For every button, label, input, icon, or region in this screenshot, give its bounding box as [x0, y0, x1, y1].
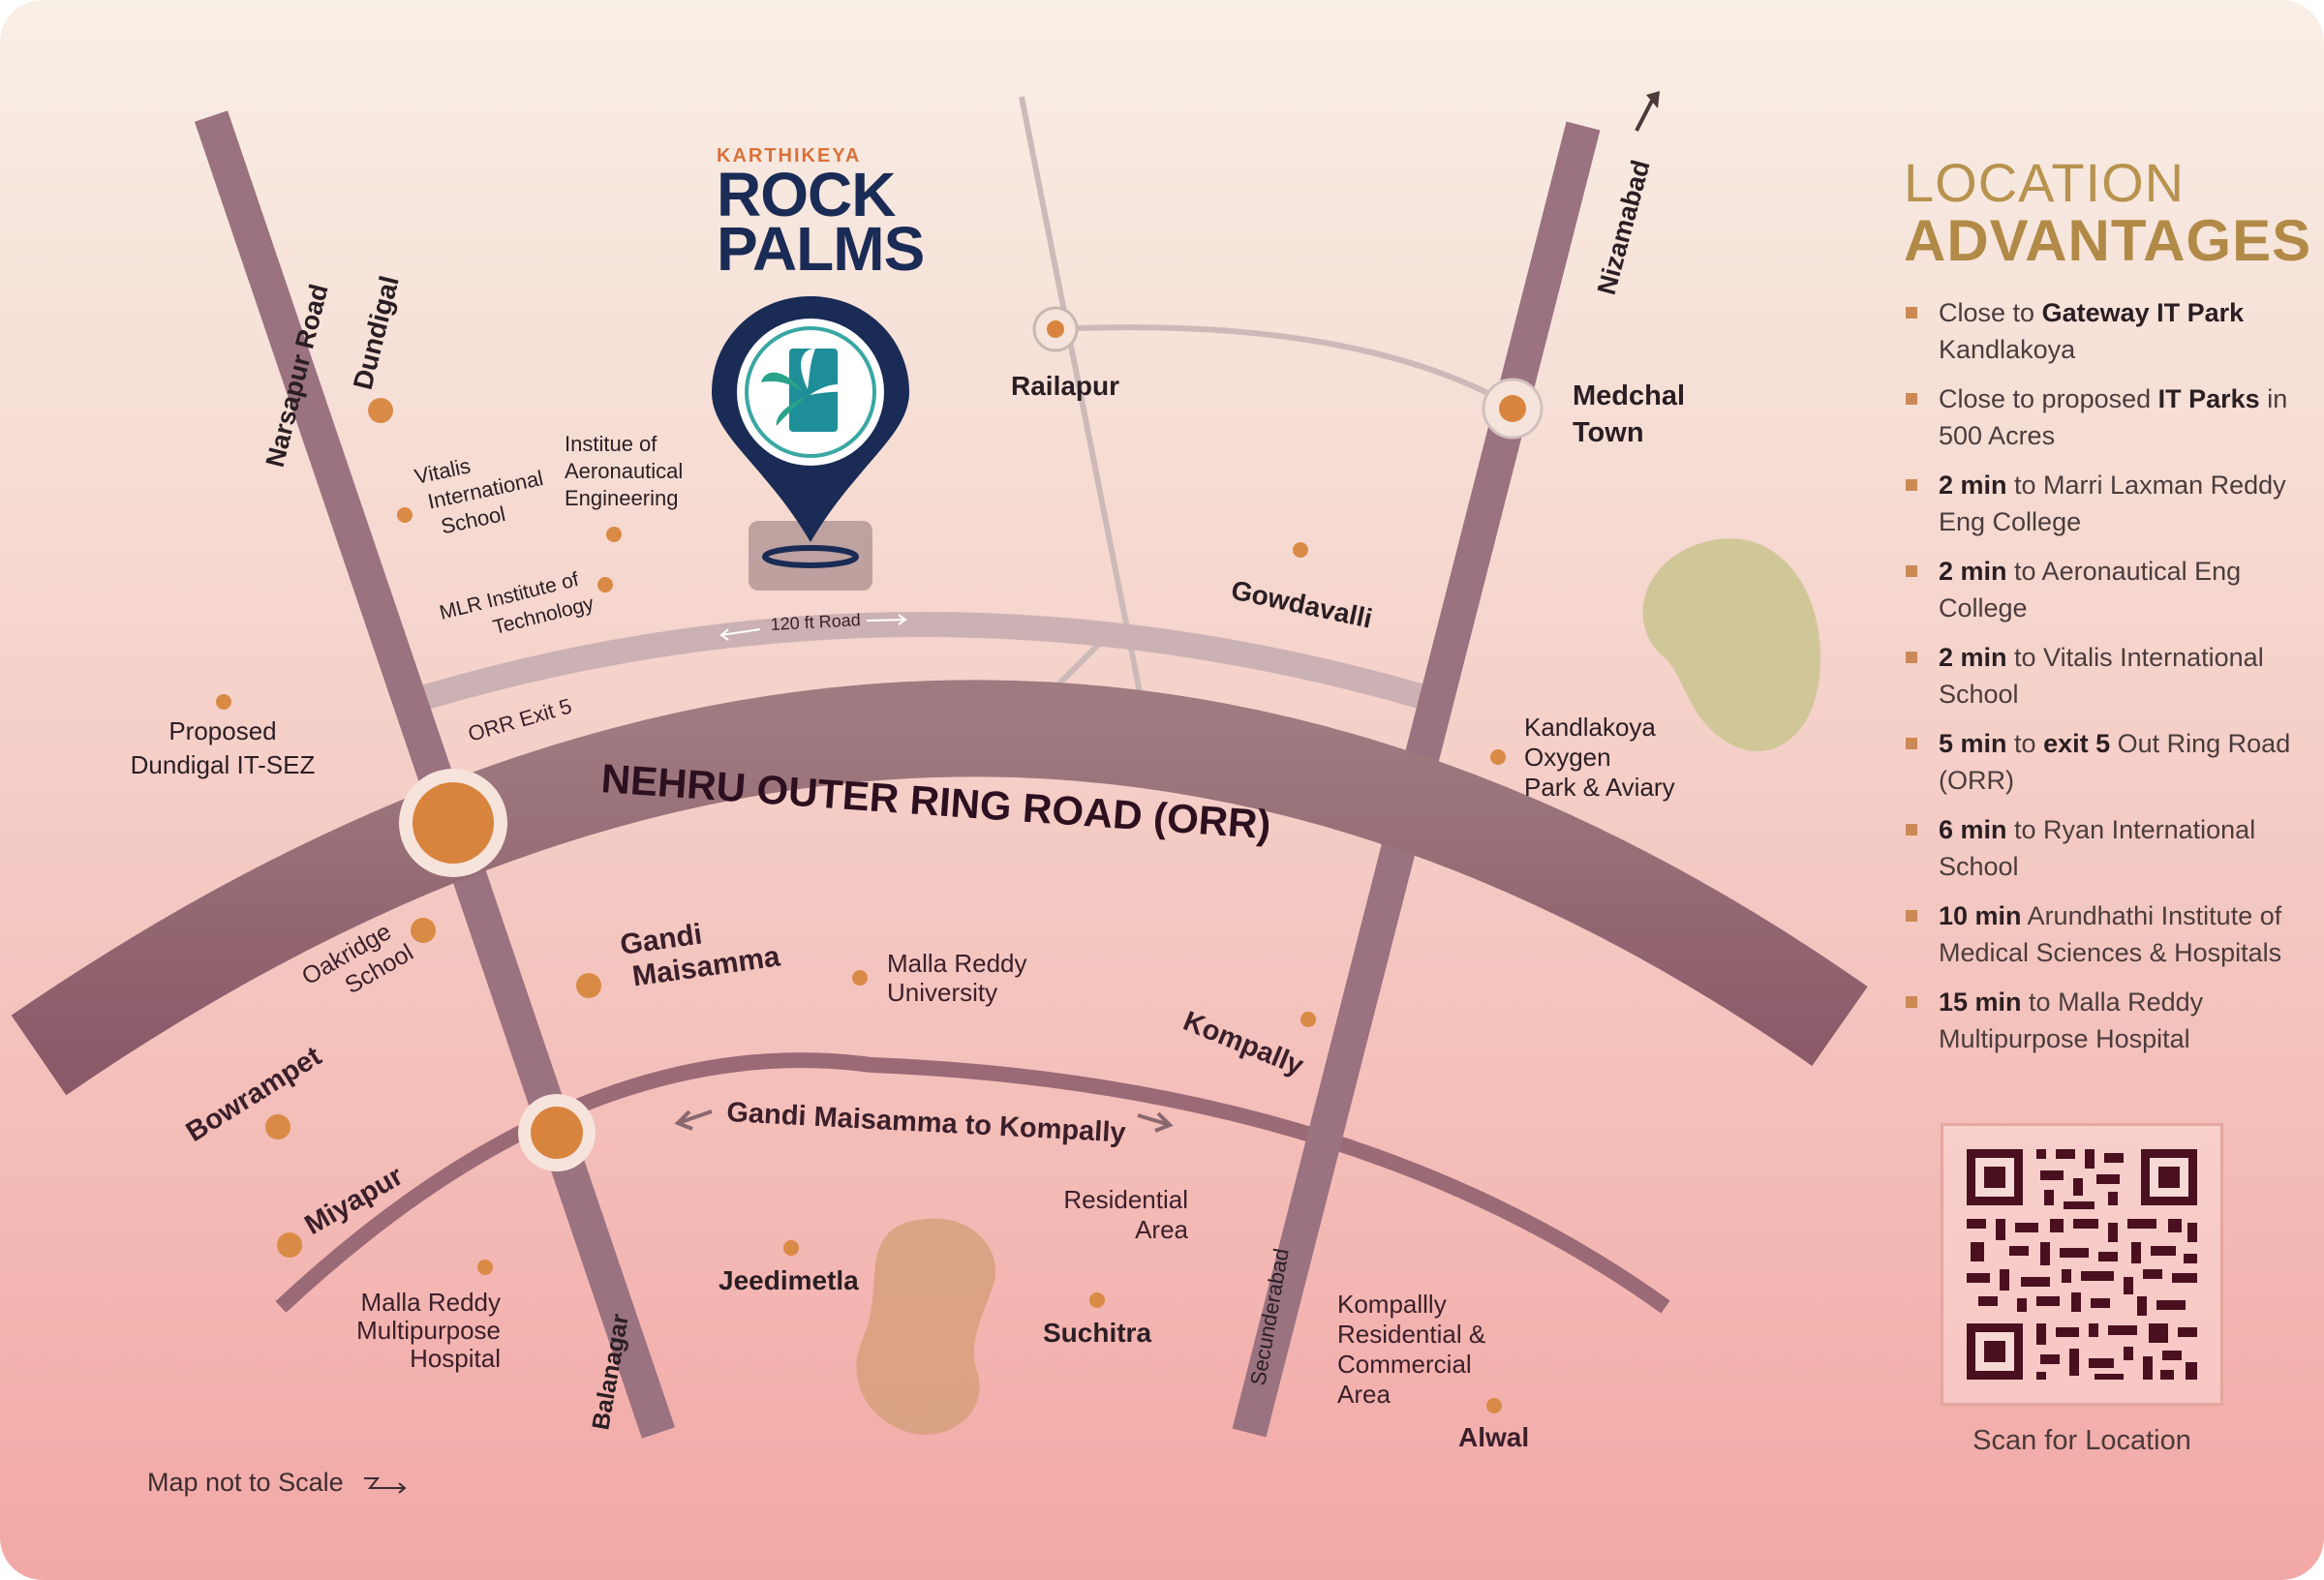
advantage-item: 2 min to Vitalis International School: [1904, 639, 2301, 713]
sez-pin: [216, 694, 231, 710]
malla-univ-pin: [852, 970, 868, 986]
label-mlr: MLR Institute ofTechnology: [438, 566, 596, 651]
qr-code[interactable]: [1941, 1123, 2223, 1406]
location-pin-icon: [712, 296, 909, 591]
medchal-link: [1055, 324, 1514, 410]
scale-note-text: Map not to Scale: [147, 1468, 344, 1497]
park-brown: [856, 1218, 996, 1435]
label-gandi: GandiMaisamma: [618, 908, 781, 994]
jeedimetla-pin: [783, 1240, 799, 1256]
label-gowdavalli: Gowdavalli: [1229, 575, 1375, 634]
qr-caption: Scan for Location: [1972, 1425, 2191, 1456]
label-alwal: Alwal: [1458, 1422, 1529, 1452]
brand-project-line1: ROCK: [717, 160, 896, 229]
arrows-120ft: [719, 614, 907, 641]
alwal-pin: [1486, 1398, 1502, 1413]
label-vitalis: VitalisInternationalSchool: [413, 440, 551, 542]
advantage-item: 5 min to exit 5 Out Ring Road (ORR): [1904, 725, 2301, 799]
sidebar-title-line1: LOCATION: [1904, 152, 2186, 213]
label-miyapur: Miyapur: [300, 1161, 409, 1241]
miyapur-pin: [277, 1232, 302, 1258]
kandlakoya-pin: [1490, 749, 1506, 765]
advantage-item: 2 min to Marri Laxman Reddy Eng College: [1904, 467, 2301, 540]
suchitra-pin: [1089, 1292, 1105, 1308]
advantage-item: 15 min to Malla Reddy Multipurpose Hospi…: [1904, 984, 2301, 1057]
railapur-road: [1019, 96, 1146, 708]
arrows-gandi-kompally: [674, 1109, 1174, 1133]
label-orr-exit: ORR Exit 5: [465, 693, 574, 745]
advantage-item: Close to proposed IT Parks in 500 Acres: [1904, 380, 2301, 454]
park-green: [1642, 538, 1820, 751]
location-advantages-panel: LOCATION ADVANTAGES Close to Gateway IT …: [1904, 152, 2312, 1070]
label-suchitra: Suchitra: [1043, 1318, 1151, 1348]
advantages-list: Close to Gateway IT Park Kandlakoya Clos…: [1904, 294, 2301, 1057]
brand-project-line2: PALMS: [717, 214, 925, 284]
kompally-pin: [1300, 1012, 1316, 1027]
advantage-item: 6 min to Ryan International School: [1904, 811, 2301, 885]
malla-hosp-pin: [477, 1260, 493, 1275]
dundigal-pin: [368, 398, 393, 423]
oakridge-pin: [411, 918, 436, 943]
road-120ft: [422, 612, 1427, 710]
brand-logo: KARTHIKEYA ROCK PALMS: [717, 145, 939, 284]
gandi-pin: [576, 973, 601, 998]
vitalis-pin: [397, 507, 413, 523]
scale-note: Map not to Scale: [147, 1468, 414, 1498]
advantage-item: 10 min Arundhathi Institute of Medical S…: [1904, 897, 2301, 971]
aeronautical-pin: [606, 527, 622, 542]
label-dundigal: Dundigal: [348, 273, 405, 393]
label-railapur: Railapur: [1011, 371, 1119, 401]
qr-code-icon: [1967, 1149, 2197, 1380]
label-jeedimetla: Jeedimetla: [719, 1265, 859, 1295]
label-bowrampet: Bowrampet: [181, 1041, 327, 1148]
gowdavalli-pin: [1293, 542, 1308, 558]
sidebar-title-line2: ADVANTAGES: [1904, 208, 2312, 273]
north-arrow-icon: [1635, 91, 1660, 132]
road-gandi-kompally: [275, 1052, 1670, 1314]
road-orr: [11, 680, 1868, 1096]
advantage-item: 2 min to Aeronautical Eng College: [1904, 553, 2301, 626]
north-indicator-icon: [364, 1476, 407, 1494]
palm-logo-icon: [761, 349, 852, 432]
bowrampet-pin: [265, 1114, 290, 1139]
brand-company: KARTHIKEYA: [717, 145, 862, 167]
mlr-pin: [597, 577, 613, 592]
label-nizamabad: Nizamabad: [1592, 157, 1656, 297]
label-120ft: 120 ft Road: [770, 610, 861, 634]
advantage-item: Close to Gateway IT Park Kandlakoya: [1904, 294, 2301, 368]
label-kompally: Kompally: [1178, 1006, 1307, 1082]
label-gandi-kompally: Gandi Maisamma to Kompally: [726, 1097, 1127, 1149]
